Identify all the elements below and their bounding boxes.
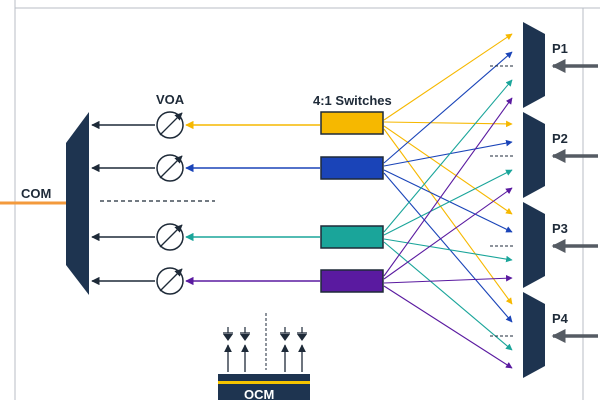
photodiode-icon [240,327,250,372]
switch-box-teal [320,225,384,249]
voa-attenuator-icon [156,267,184,295]
ocm-photodiodes [223,313,307,372]
port-mux-icon [523,112,545,198]
port-label-p4: P4 [552,311,568,326]
port-label-p1: P1 [552,41,568,56]
port-label-p2: P2 [552,131,568,146]
port-mux-icon [523,292,545,378]
switch-box-blue [320,156,384,180]
voa-attenuator-icon [156,111,184,139]
com-label: COM [21,186,52,201]
port-input-arrows [551,59,598,343]
port-mux-icon [523,202,545,288]
port-mux-icon [523,22,545,108]
switch-fan-out [383,33,513,369]
voa-attenuator-icon [156,154,184,182]
switch-box-purple [320,269,384,293]
switches-label: 4:1 Switches [313,93,392,108]
voa-label: VOA [156,92,185,107]
demux-output-arrows [91,120,155,286]
switch-to-voa-arrows [185,120,320,286]
switch-boxes [320,111,384,293]
port-dividers [490,65,514,337]
photodiode-icon [223,327,233,372]
port-label-p3: P3 [552,221,568,236]
demux-block-icon [66,112,89,295]
voa-attenuators [156,111,184,295]
voa-attenuator-icon [156,223,184,251]
ocm-label: OCM [244,387,275,402]
switch-box-yellow [320,111,384,135]
photodiode-icon [297,327,307,372]
photodiode-icon [280,327,290,372]
ocm-block [218,374,310,400]
module-frame [14,0,600,400]
port-mux-blocks [523,22,545,378]
